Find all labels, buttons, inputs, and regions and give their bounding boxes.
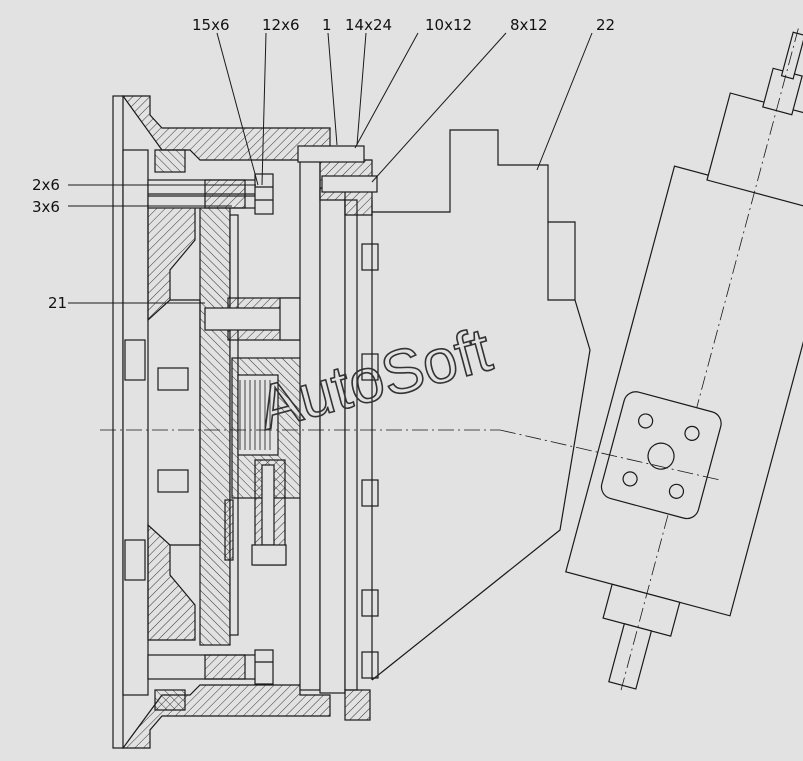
left-studs bbox=[124, 339, 189, 581]
top-bolt bbox=[147, 173, 274, 215]
hydraulic-cylinder bbox=[565, 28, 803, 691]
callout-12x6: 12x6 bbox=[262, 16, 300, 34]
cover-plate bbox=[297, 145, 378, 721]
callout-21: 21 bbox=[48, 294, 67, 312]
callout-14x24: 14x24 bbox=[345, 16, 392, 34]
bottom-bolt bbox=[147, 649, 274, 685]
callout-labels: 15x6 12x6 1 14x24 10x12 8x12 22 2x6 3x6 … bbox=[32, 16, 615, 312]
bracket-22 bbox=[371, 129, 591, 681]
rim-bolts bbox=[361, 243, 379, 679]
callout-15x6: 15x6 bbox=[192, 16, 230, 34]
callout-10x12: 10x12 bbox=[425, 16, 472, 34]
callout-3x6: 3x6 bbox=[32, 198, 60, 216]
callout-8x12: 8x12 bbox=[510, 16, 548, 34]
callout-22: 22 bbox=[596, 16, 615, 34]
callout-2x6: 2x6 bbox=[32, 176, 60, 194]
callout-1: 1 bbox=[322, 16, 332, 34]
leader-lines bbox=[68, 32, 593, 304]
